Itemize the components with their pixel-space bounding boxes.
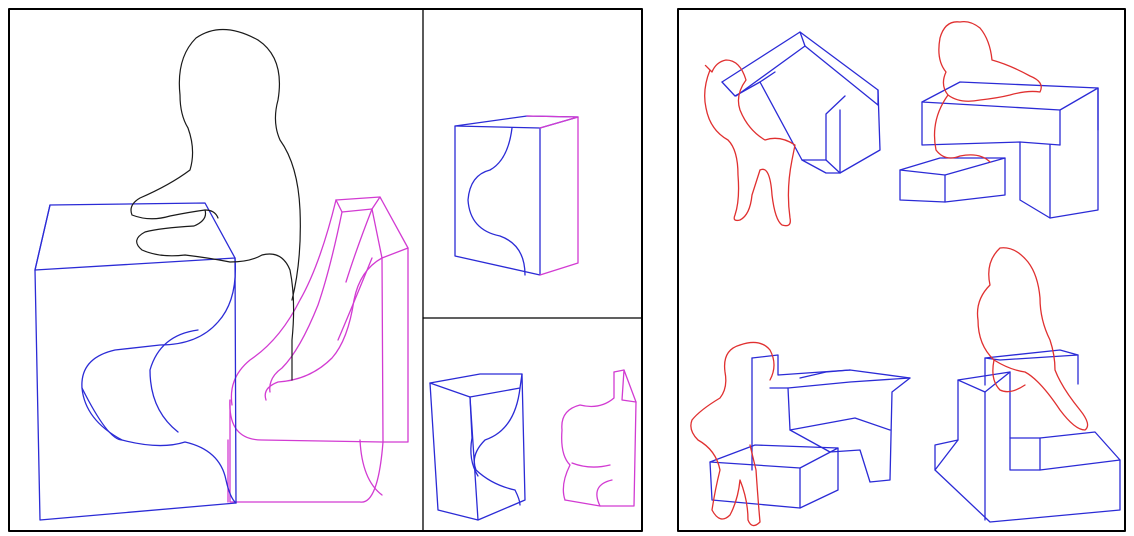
main-blue-desk (35, 203, 236, 520)
scene-carrying-person (705, 60, 795, 226)
main-child-silhouette (131, 29, 300, 380)
inset-top-block (455, 116, 578, 275)
scene-high-blocks (935, 350, 1120, 522)
scene-floor-person (691, 342, 774, 525)
right-panel-frame (678, 9, 1125, 531)
inset-bottom-blocks (430, 370, 636, 520)
scene-bench-person (935, 22, 1042, 162)
left-panel-frame (9, 9, 642, 531)
scene-carrying-block (722, 32, 880, 173)
right-panel (678, 9, 1125, 531)
scene-bench-blocks (900, 82, 1098, 218)
left-panel (9, 9, 642, 531)
main-magenta-chair (228, 197, 408, 502)
scene-high-person (978, 248, 1088, 430)
